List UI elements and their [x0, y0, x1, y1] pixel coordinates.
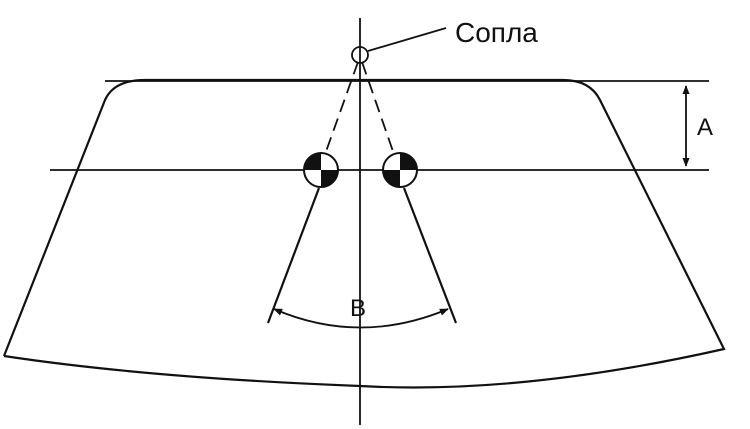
angle-b-arc [273, 308, 449, 329]
spray-dashed-left [322, 61, 359, 161]
spray-point-right-icon [382, 152, 418, 188]
nozzle-leader-line [367, 27, 447, 52]
spray-point-left-icon [303, 152, 339, 188]
spray-line-left [266, 187, 321, 324]
nozzles-label: Сопла [455, 17, 538, 48]
windshield-outline [2, 78, 726, 389]
angle-b-label: B [350, 295, 366, 322]
spray-line-right [402, 187, 458, 324]
nozzle-marker [351, 46, 369, 64]
dimension-a-label: A [697, 114, 713, 141]
spray-dashed-right [361, 61, 397, 161]
